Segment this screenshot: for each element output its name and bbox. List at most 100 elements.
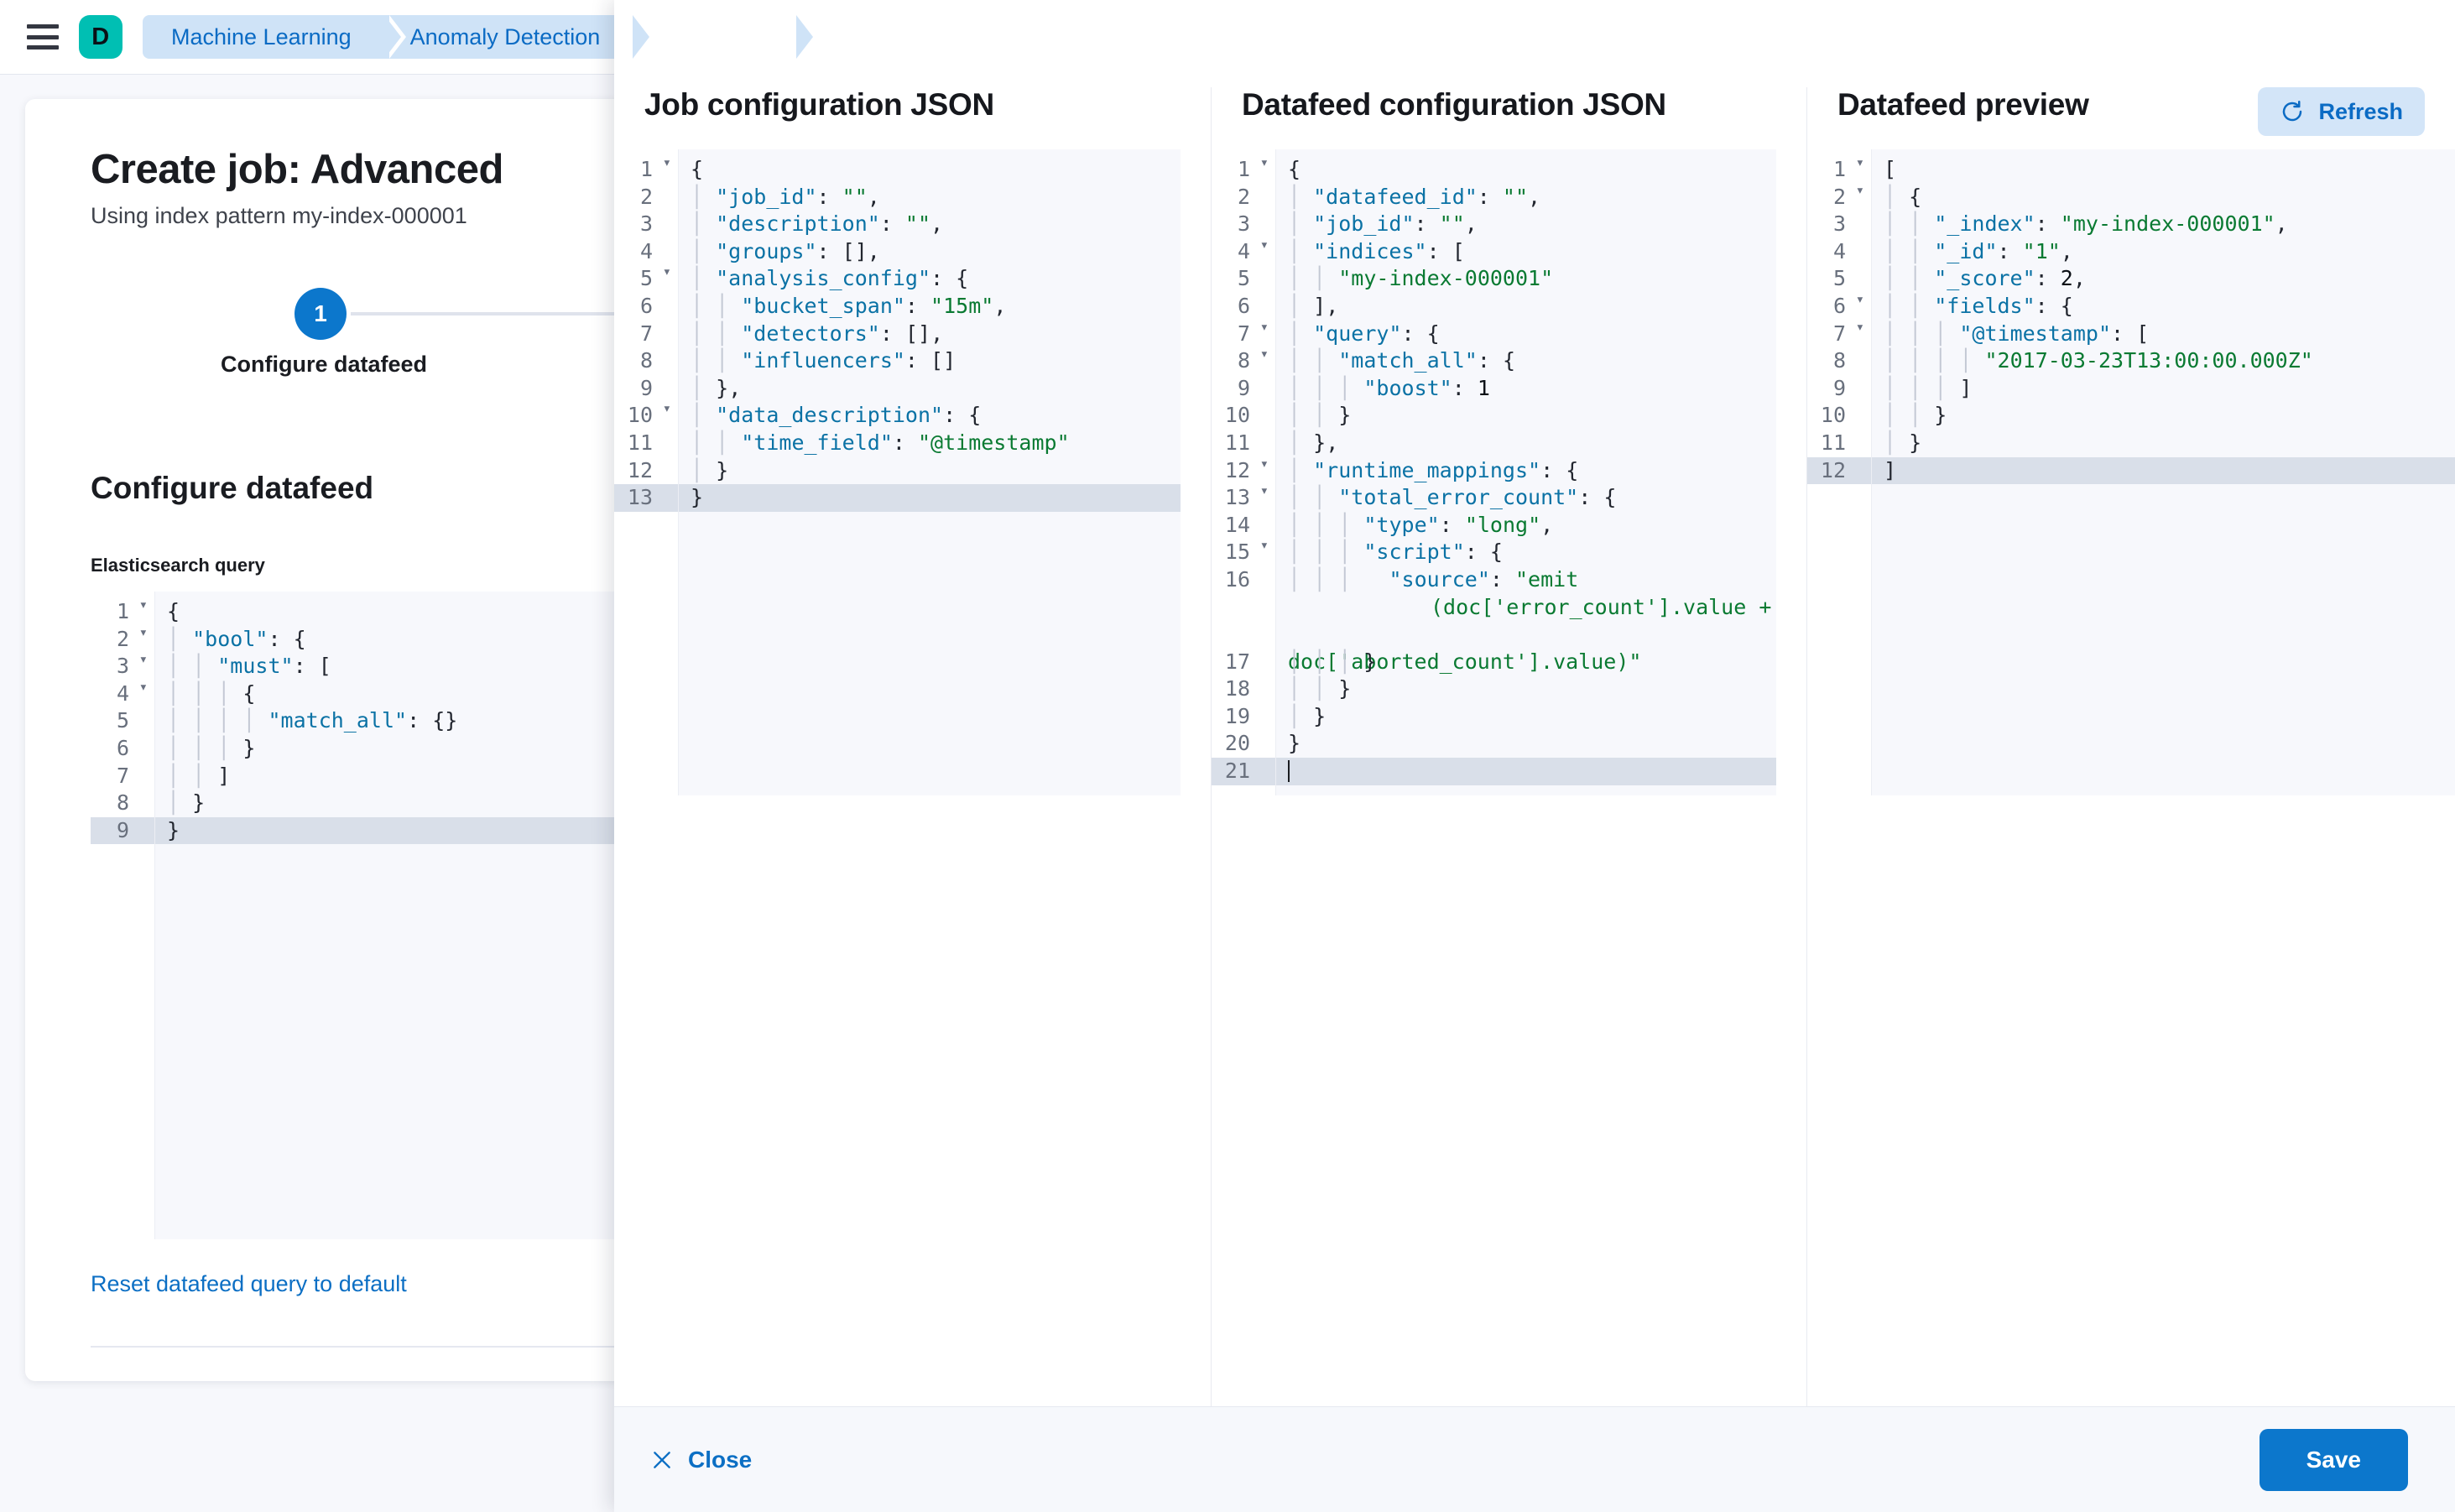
editor-line[interactable]: │ "job_id": "",: [1288, 211, 1478, 237]
editor-line[interactable]: │ │ │ "source": "emit(doc['error_count']…: [1288, 566, 1772, 674]
editor-line[interactable]: │ "data_description": {: [691, 403, 982, 428]
hamburger-menu-icon[interactable]: [27, 24, 59, 50]
editor-line[interactable]: │ "runtime_mappings": {: [1288, 457, 1579, 482]
editor-line[interactable]: │ │ │ {: [167, 680, 256, 706]
editor-line[interactable]: │ },: [691, 375, 742, 400]
editor-line[interactable]: }: [1288, 731, 1301, 756]
editor-line[interactable]: │ │ │ "boost": 1: [1288, 375, 1490, 400]
stepper-step-1-label: Configure datafeed: [220, 352, 428, 377]
editor-line[interactable]: │ │ │ }: [1288, 649, 1377, 674]
close-button[interactable]: Close: [651, 1447, 752, 1473]
editor-line[interactable]: │ │ ]: [167, 763, 231, 788]
editor-line[interactable]: │ "bool": {: [167, 626, 306, 651]
editor-line[interactable]: │ │ "fields": {: [1884, 293, 2073, 318]
editor-line-number: 3: [639, 211, 653, 237]
editor-line[interactable]: │ "analysis_config": {: [691, 266, 969, 291]
editor-line[interactable]: │ │ │ "@timestamp": [: [1884, 321, 2150, 346]
editor-line-number: 6: [1237, 293, 1250, 318]
editor-line[interactable]: │ "query": {: [1288, 321, 1440, 346]
editor-code-area[interactable]: [│ {│ │ "_index": "my-index-000001",│ │ …: [1871, 149, 2455, 795]
editor-line-number: 7▾: [1832, 318, 1864, 346]
editor-line[interactable]: │ },: [1288, 430, 1339, 455]
editor-line[interactable]: │ │ }: [1288, 403, 1352, 428]
editor-line[interactable]: │ │ │ "type": "long",: [1288, 512, 1554, 537]
editor-line[interactable]: │ │ "_index": "my-index-000001",: [1884, 211, 2288, 237]
editor-line[interactable]: │ │ │ │ "2017-03-23T13:00:00.000Z": [1884, 348, 2313, 373]
breadcrumb-item-0[interactable]: Machine Learning: [143, 15, 406, 59]
reset-datafeed-query-link[interactable]: Reset datafeed query to default: [91, 1271, 407, 1296]
editor-line[interactable]: │ "indices": [: [1288, 238, 1465, 263]
editor-line[interactable]: │ {: [1884, 184, 1922, 209]
editor-line-number: 12: [1807, 456, 1871, 485]
editor-line[interactable]: │ │ }: [1288, 676, 1352, 701]
editor-line-number: 18: [1224, 676, 1250, 701]
editor-line-number: 2▾: [116, 623, 148, 651]
breadcrumb-item-1[interactable]: Anomaly Detection: [384, 15, 654, 59]
editor-line[interactable]: │ │ "_score": 2,: [1884, 266, 2086, 291]
editor-line[interactable]: │ │ "match_all": {: [1288, 348, 1516, 373]
editor-line-number: 9: [1237, 375, 1250, 400]
editor-line[interactable]: │ "groups": [],: [691, 238, 880, 263]
editor-line[interactable]: [: [1884, 157, 1897, 181]
editor-line-number: 17: [1224, 649, 1250, 674]
editor-line-number: 5: [116, 708, 129, 733]
editor-line[interactable]: │ │ "time_field": "@timestamp": [691, 430, 1070, 455]
editor-line[interactable]: │ │ │ }: [167, 735, 256, 760]
editor-line-number: 14: [1224, 512, 1250, 537]
editor-line[interactable]: [1276, 758, 1776, 785]
refresh-button[interactable]: Refresh: [2258, 87, 2425, 136]
editor-line-number: 13▾: [1224, 482, 1269, 510]
editor-line-number: 8: [116, 790, 129, 816]
stepper-step-1[interactable]: 1: [294, 288, 347, 340]
editor-line[interactable]: │ │ "must": [: [167, 654, 331, 679]
editor-line[interactable]: │ "job_id": "",: [691, 184, 880, 209]
editor-line[interactable]: │ }: [1288, 703, 1327, 728]
editor-line[interactable]: │ "datafeed_id": "",: [1288, 184, 1541, 209]
editor-line[interactable]: │ }: [1884, 430, 1922, 455]
editor-line[interactable]: │ │ "total_error_count": {: [1288, 485, 1617, 510]
datafeed-preview-header: Datafeed preview Refresh: [1807, 87, 2455, 139]
editor-line[interactable]: │ │ }: [1884, 403, 1947, 428]
datafeed-preview-title: Datafeed preview: [1837, 87, 2089, 122]
editor-line[interactable]: {: [167, 599, 180, 623]
refresh-icon: [2283, 101, 2302, 122]
editor-line-number: 5▾: [639, 263, 671, 291]
editor-line[interactable]: ]: [1872, 456, 2455, 485]
space-avatar[interactable]: D: [79, 15, 122, 59]
editor-line[interactable]: │ │ "bucket_span": "15m",: [691, 293, 1007, 318]
editor-line[interactable]: │ "description": "",: [691, 211, 944, 237]
editor-line-number: 13: [614, 484, 678, 512]
editor-line-number: 16: [1224, 566, 1250, 592]
save-button[interactable]: Save: [2259, 1428, 2408, 1491]
editor-line[interactable]: │ }: [167, 790, 206, 816]
editor-line[interactable]: │ ],: [1288, 293, 1339, 318]
section-title: Configure datafeed: [91, 471, 374, 505]
editor-line[interactable]: }: [679, 484, 1181, 512]
editor-line[interactable]: {: [1288, 157, 1301, 181]
editor-line[interactable]: │ │ │ │ "match_all": {}: [167, 708, 458, 733]
editor-line[interactable]: │ }: [691, 457, 729, 482]
editor-line-number: 20: [1224, 731, 1250, 756]
editor-line[interactable]: │ │ "_id": "1",: [1884, 238, 2073, 263]
editor-line-number: 11: [627, 430, 653, 455]
editor-line[interactable]: │ │ "my-index-000001": [1288, 266, 1554, 291]
editor-code-area[interactable]: { │ "job_id": "",│ "description": "",│ "g…: [678, 149, 1181, 795]
editor-line[interactable]: │ │ │ ]: [1884, 375, 1973, 400]
editor-line-number: 6: [116, 735, 129, 760]
editor-line[interactable]: │ │ │ "script": {: [1288, 540, 1503, 565]
editor-code-area[interactable]: { │ "datafeed_id": "",│ "job_id": "",│ "i…: [1275, 149, 1776, 795]
editor-line-number: 7: [639, 321, 653, 346]
editor-line-number: 4▾: [1237, 236, 1269, 263]
datafeed-configuration-header: Datafeed configuration JSON: [1212, 87, 1806, 139]
editor-line[interactable]: {: [691, 157, 704, 181]
editor-line[interactable]: │ │ "influencers": []: [691, 348, 956, 373]
job-configuration-header: Job configuration JSON: [614, 87, 1211, 139]
editor-line-number: 12: [627, 457, 653, 482]
editor-line[interactable]: │ │ "detectors": [],: [691, 321, 944, 346]
